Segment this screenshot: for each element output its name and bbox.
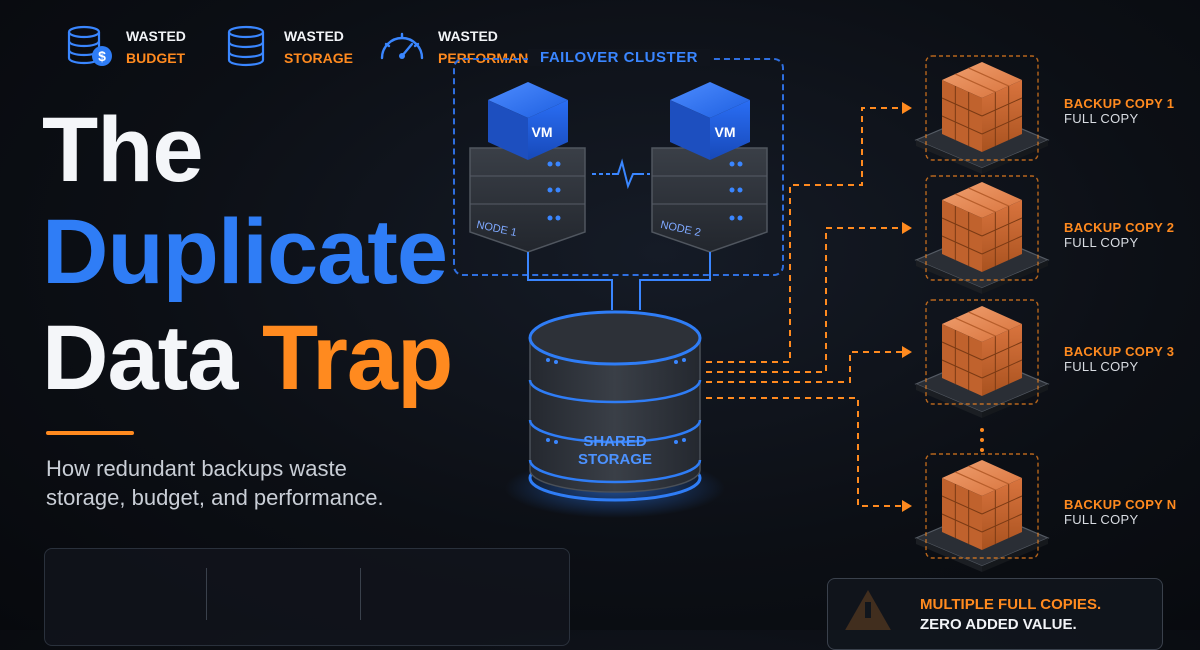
backup-arrows (706, 107, 902, 507)
backup-box-4 (914, 453, 1050, 572)
subtitle: How redundant backups waste storage, bud… (46, 456, 384, 510)
backup-2-title: BACKUP COPY 2 (1064, 220, 1175, 235)
stat-budget: $ WASTED BUDGET (64, 22, 186, 72)
vm-cube-2 (670, 82, 750, 160)
title-underline (46, 431, 134, 435)
backup-box-2 (914, 175, 1050, 294)
backup-2-label: BACKUP COPY 2 FULL COPY (1064, 220, 1174, 250)
backup-box-3 (914, 299, 1050, 418)
title-line-2: Duplicate (42, 201, 448, 303)
title-word-trap: Trap (261, 307, 453, 409)
speedometer-icon (380, 32, 424, 60)
stat-storage: WASTED STORAGE (222, 22, 353, 72)
warning-line-1: MULTIPLE FULL COPIES. (920, 596, 1102, 613)
backup-1-title: BACKUP COPY 1 (1064, 96, 1175, 111)
svg-text:$: $ (98, 48, 106, 64)
backup-2-sub: FULL COPY (1064, 235, 1139, 250)
heartbeat-link (592, 158, 650, 190)
backup-box-1 (914, 55, 1050, 174)
storage-label-line-2: STORAGE (578, 451, 652, 468)
title-line-3: Data Trap (42, 312, 453, 404)
ellipsis-dots (980, 428, 984, 452)
backup-n-title: BACKUP COPY N (1064, 497, 1177, 512)
node-2-server (651, 82, 768, 253)
cluster-label: FAILOVER CLUSTER (528, 49, 711, 66)
stat-divider (360, 568, 361, 620)
database-icon (227, 25, 265, 67)
backup-n-label: BACKUP COPY N FULL COPY (1064, 497, 1177, 527)
diagram-canvas: VM NODE 1 VM NODE 2 (469, 55, 1050, 630)
stat-budget-word: WASTED (126, 28, 186, 44)
warning-box: MULTIPLE FULL COPIES. ZERO ADDED VALUE. (827, 578, 1163, 650)
node-1-vm-label: VM (532, 124, 553, 140)
backup-3-title: BACKUP COPY 3 (1064, 344, 1175, 359)
stat-budget-kind: BUDGET (126, 50, 186, 66)
database-dollar-icon: $ (67, 25, 112, 66)
arrow-heads (902, 102, 912, 512)
backup-3-label: BACKUP COPY 3 FULL COPY (1064, 344, 1174, 374)
cluster-storage-link (527, 252, 711, 310)
stat-divider (206, 568, 207, 620)
stat-storage-kind: STORAGE (284, 50, 353, 66)
title-line-1: The (42, 99, 204, 201)
backup-n-sub: FULL COPY (1064, 512, 1139, 527)
warning-line-2: ZERO ADDED VALUE. (920, 616, 1077, 633)
title-word-data: Data (42, 307, 238, 409)
backup-1-label: BACKUP COPY 1 FULL COPY (1064, 96, 1174, 126)
storage-label-line-1: SHARED (583, 433, 647, 450)
shared-storage-cylinder (505, 310, 725, 518)
backup-3-sub: FULL COPY (1064, 359, 1139, 374)
node-2-vm-label: VM (715, 124, 736, 140)
backup-boxes (914, 55, 1050, 572)
node-1-server (469, 82, 586, 253)
vm-cube-1 (488, 82, 568, 160)
backup-1-sub: FULL COPY (1064, 111, 1139, 126)
stat-performance-word: WASTED (438, 28, 498, 44)
stat-storage-word: WASTED (284, 28, 344, 44)
